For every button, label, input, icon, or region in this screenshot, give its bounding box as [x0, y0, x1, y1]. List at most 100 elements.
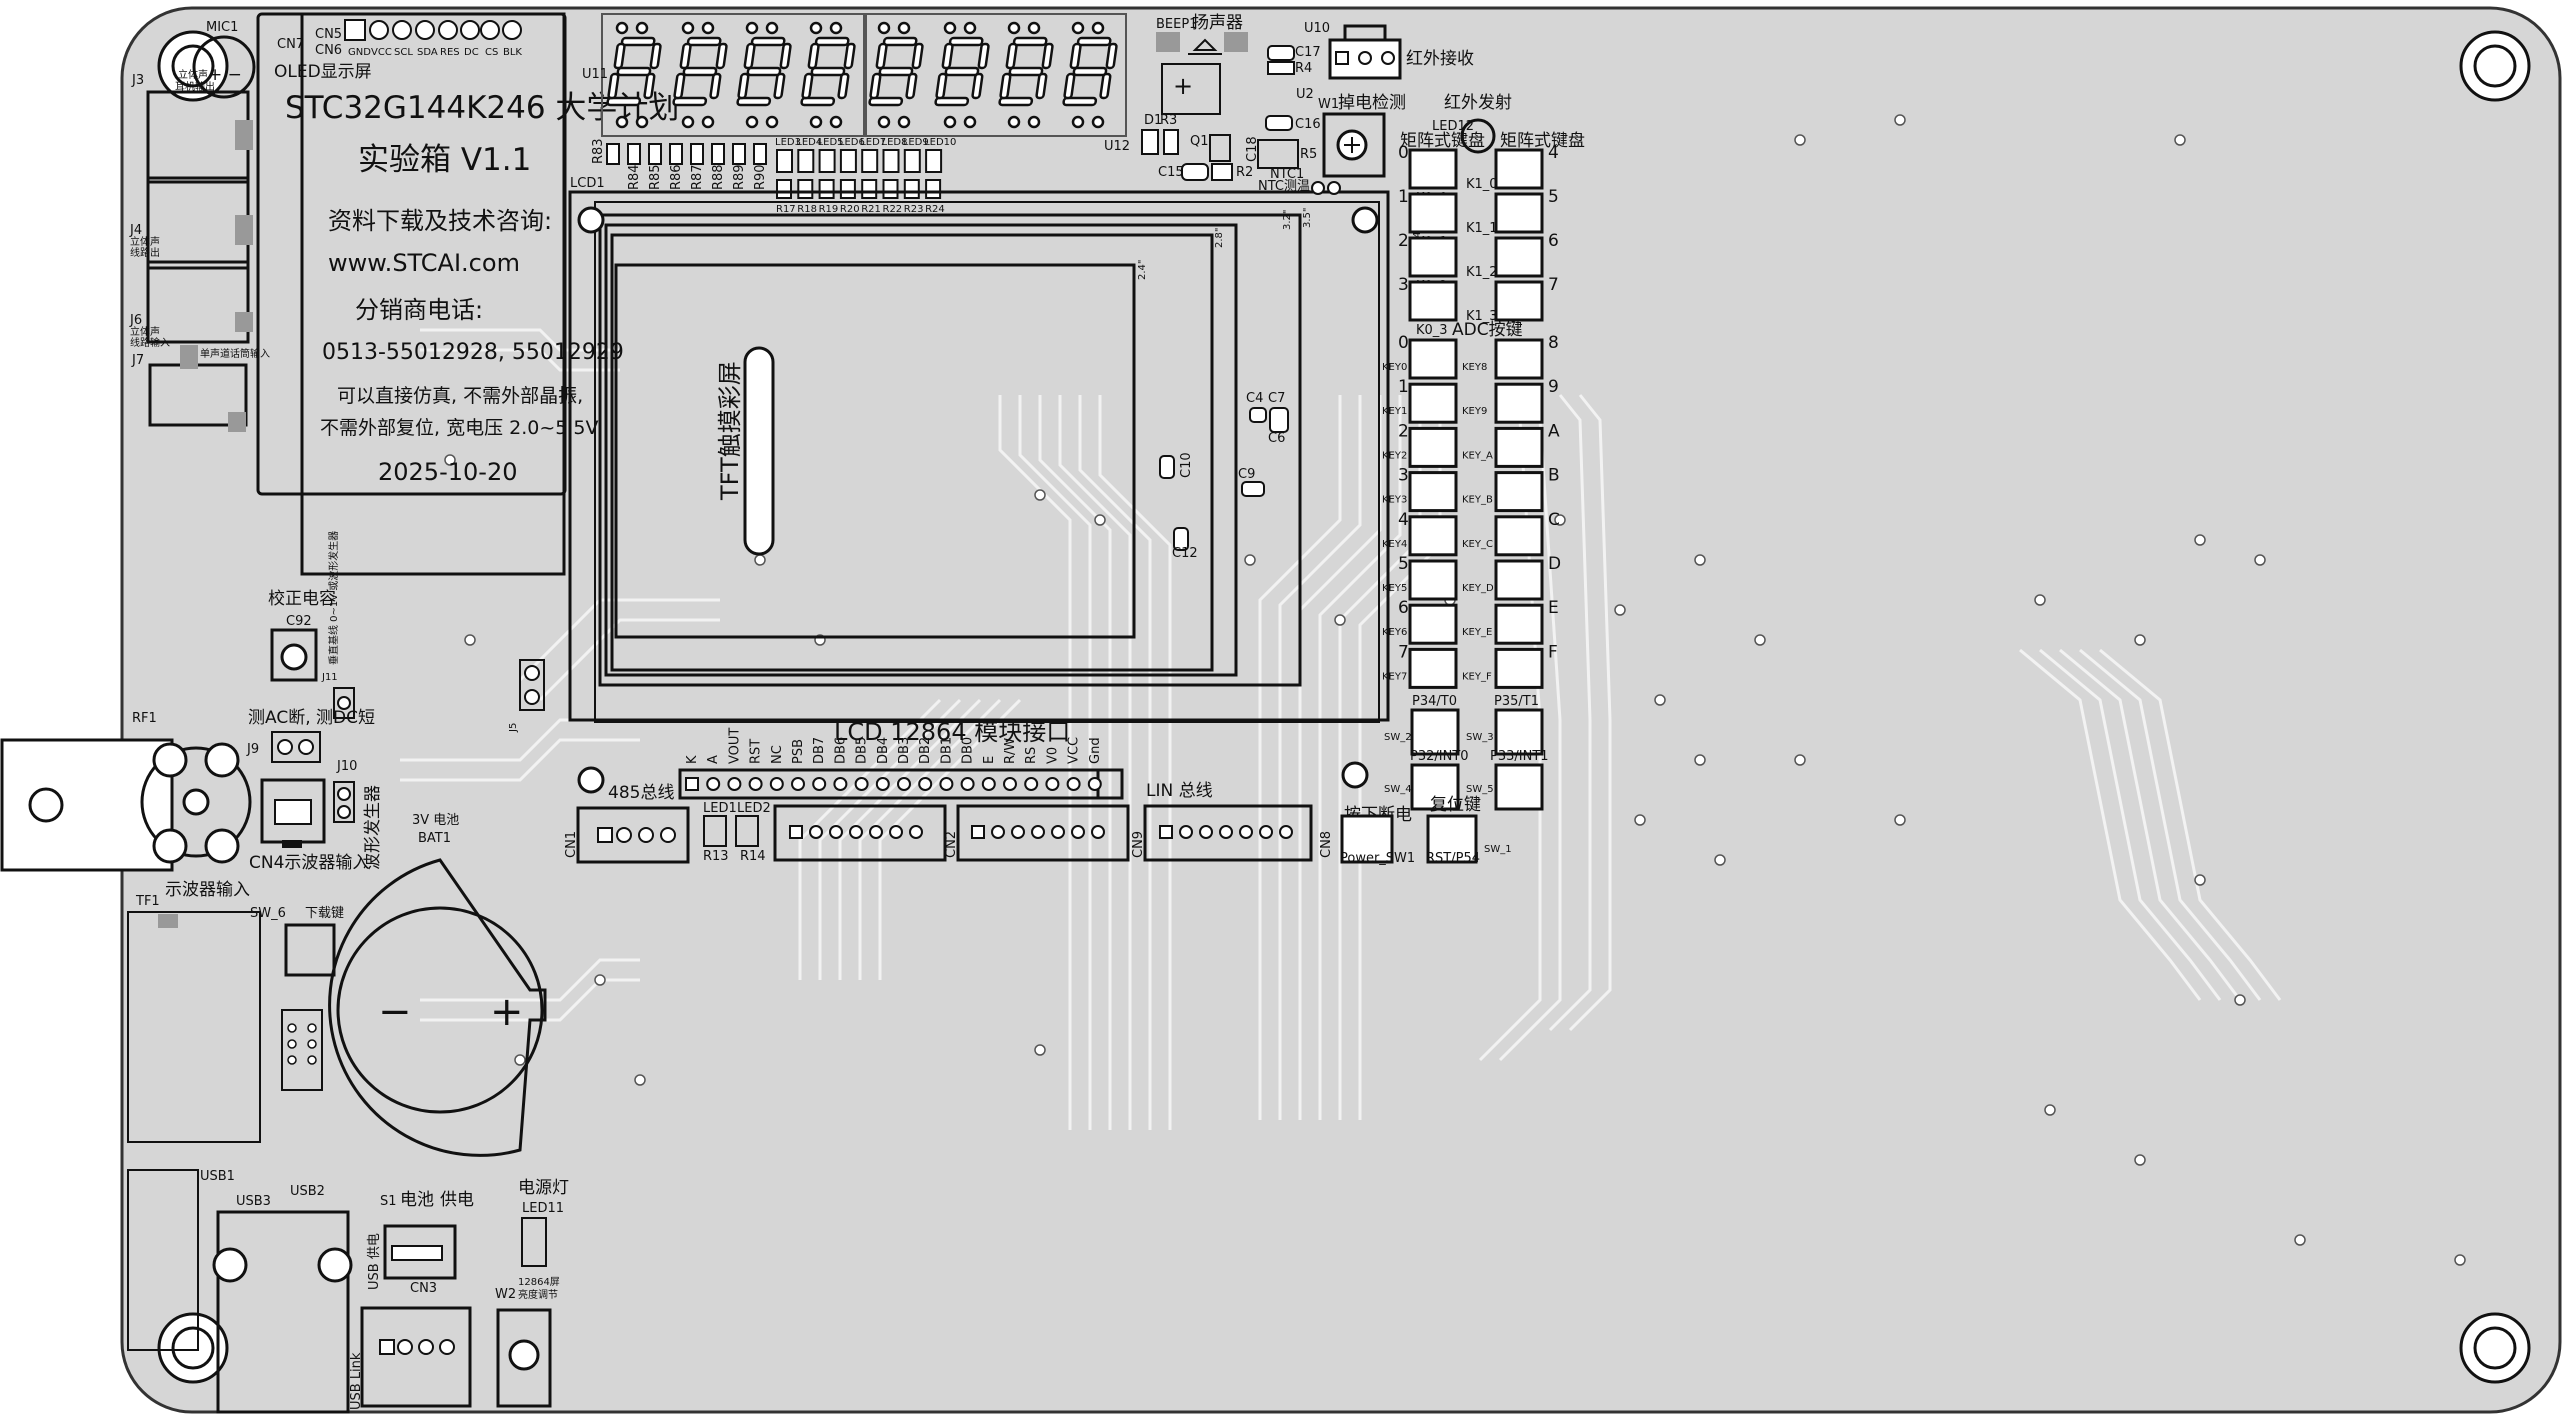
adc-key-number-left: 5 — [1398, 554, 1409, 574]
resistor-label-r24: R24 — [925, 204, 945, 215]
adc-key-name-left: KEY3 — [1382, 495, 1407, 506]
adc-key-right-3[interactable] — [1494, 471, 1544, 513]
adc-key-name-right: KEY_A — [1462, 450, 1493, 461]
segment-pin — [701, 21, 715, 35]
lcd-pin-pad — [1087, 777, 1102, 791]
adc-key-number-right: E — [1548, 598, 1559, 618]
segment-pin — [897, 115, 911, 129]
microphone-mic1: MIC1 + − — [192, 20, 256, 99]
matrix-title-left: 矩阵式键盘 — [1400, 131, 1485, 151]
adc-key-name-left: KEY1 — [1382, 406, 1407, 417]
function-buttons: P34/T0 P35/T1 SW_2 SW_3 P32/INT0 P33/INT… — [1340, 694, 1549, 866]
lcd-pin-pad — [1066, 777, 1081, 791]
adc-key-right-1[interactable] — [1494, 382, 1544, 424]
adc-key-right-5[interactable] — [1494, 559, 1544, 601]
adc-key-right-7[interactable] — [1494, 647, 1544, 689]
segment-bar — [998, 96, 1034, 107]
adc-key-left-1[interactable] — [1408, 382, 1458, 424]
r14-label: R14 — [740, 849, 766, 864]
audio-jack-j6: J6 立体声 线路输入 — [129, 260, 253, 349]
adc-key-right-6[interactable] — [1494, 603, 1544, 645]
lcd-pin-pad — [748, 777, 763, 791]
segment-bar — [1069, 42, 1082, 70]
led-label-led5: LED5 — [818, 137, 844, 148]
adc-key-left-6[interactable] — [1408, 603, 1458, 645]
ntc1-label: NTC1 — [1270, 167, 1304, 182]
adc-key-left-0[interactable] — [1408, 338, 1458, 380]
p32-label: P32/INT0 — [1410, 749, 1469, 764]
adc-key-left-4[interactable] — [1408, 515, 1458, 557]
lcd-pin-pad — [1003, 777, 1017, 791]
oled-pin-cs: CS — [485, 47, 498, 58]
mic-polarity: + − — [208, 65, 242, 85]
adc-key-left-3[interactable] — [1408, 471, 1458, 513]
button-p34[interactable] — [1410, 708, 1460, 756]
resistor-label-r20: R20 — [840, 204, 860, 215]
matrix-key-right-0[interactable] — [1494, 148, 1544, 190]
matrix-key-left-3[interactable] — [1408, 280, 1458, 322]
resistor-label-r22: R22 — [883, 204, 903, 215]
adc-key-left-2[interactable] — [1408, 426, 1458, 468]
adc-key-left-5[interactable] — [1408, 559, 1458, 601]
button-p33[interactable] — [1494, 763, 1544, 811]
oled-cn6-label: CN6 — [315, 43, 342, 58]
resistor-r23 — [903, 179, 920, 199]
lcd1-label: LCD1 — [570, 176, 605, 191]
lcd-pin-label: DB2 — [918, 737, 933, 764]
matrix-key-left-0[interactable] — [1408, 148, 1458, 190]
matrix-key-right-3[interactable] — [1494, 280, 1544, 322]
website-url: www.STCAI.com — [328, 249, 520, 277]
matrix-key-right-1[interactable] — [1494, 192, 1544, 234]
matrix-key-left-2[interactable] — [1408, 236, 1458, 278]
segment-pin — [1091, 21, 1105, 35]
segment-bar — [948, 36, 984, 47]
button-p35[interactable] — [1494, 708, 1544, 756]
pcb-traces — [400, 328, 2282, 1130]
oled-pin-res: RES — [440, 47, 460, 58]
segment-pin — [635, 21, 649, 35]
cap-c4: C4 — [1246, 391, 1263, 406]
button-p32[interactable] — [1410, 763, 1460, 811]
led-label-led10: LED10 — [924, 137, 956, 148]
adc-key-right-4[interactable] — [1494, 515, 1544, 557]
mounting-holes — [157, 30, 2531, 1384]
matrix-key-right-2[interactable] — [1494, 236, 1544, 278]
segment-bar — [977, 42, 990, 70]
adc-key-right-2[interactable] — [1494, 426, 1544, 468]
lcd-pin-label: V0 — [1045, 747, 1060, 764]
segment-bar — [869, 72, 882, 100]
j4-label: J4 — [129, 223, 142, 238]
c18-label: C18 — [1245, 136, 1260, 162]
cn4-label: CN4示波器输入 — [249, 853, 369, 873]
u2-label: U2 — [1296, 87, 1314, 102]
button-reset[interactable] — [1426, 814, 1478, 864]
battery-voltage: 3V 电池 — [412, 813, 459, 828]
lcd-pin-label: DB6 — [833, 737, 848, 764]
j6-label: J6 — [129, 313, 142, 328]
seven-segment-digit — [606, 21, 662, 129]
segment-bar — [715, 42, 728, 70]
segment-bar — [1012, 36, 1048, 47]
matrix-key-left-1[interactable] — [1408, 192, 1458, 234]
oled-pin-dc: DC — [464, 47, 479, 58]
adc-key-number-left: 6 — [1398, 598, 1409, 618]
button-power-sw1[interactable] — [1340, 814, 1394, 864]
sw4-label: SW_4 — [1384, 784, 1412, 795]
tf1-label: TF1 — [135, 894, 160, 909]
adc-key-left-7[interactable] — [1408, 647, 1458, 689]
adc-key-number-right: 8 — [1548, 333, 1559, 353]
usb2-connector: USB2 — [281, 1009, 325, 1199]
led-label-led4: LED4 — [796, 137, 822, 148]
usb3-label: USB3 — [236, 1194, 271, 1209]
matrix-key-name-right: K1_0 — [1466, 177, 1498, 192]
battery-bat1: 3V 电池 BAT1 − + — [328, 813, 547, 1157]
adc-key-name-right: KEY_C — [1462, 539, 1493, 550]
adc-key-name-left: KEY7 — [1382, 671, 1407, 682]
lin-connector-cn9: LIN 总线 CN9 CN8 — [1131, 761, 1369, 862]
p35-label: P35/T1 — [1494, 694, 1539, 709]
adc-key-right-0[interactable] — [1494, 338, 1544, 380]
segment-bar — [1035, 72, 1048, 100]
segment-pin — [877, 21, 891, 35]
lcd-pin-label: A — [706, 755, 721, 764]
adc-key-number-left: 2 — [1398, 421, 1409, 441]
